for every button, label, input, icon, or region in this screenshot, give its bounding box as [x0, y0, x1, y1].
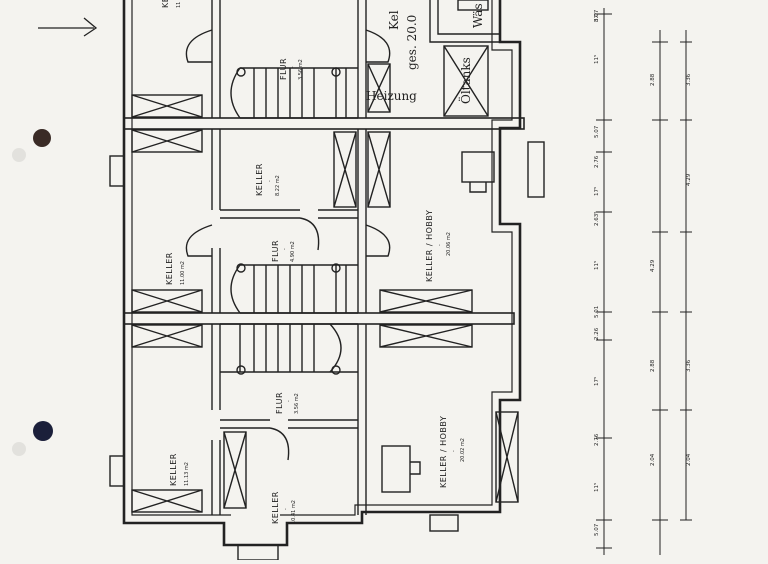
dimension-value: 2.88	[650, 73, 656, 86]
punch-hole-shadow-bottom	[12, 442, 26, 456]
dimension-value: 5.01	[594, 306, 600, 318]
dimension-value: 2.26	[594, 327, 600, 340]
svg-text:3.56 m2: 3.56 m2	[298, 59, 304, 80]
dimension-value: 2.76	[594, 155, 600, 168]
dimension-value: 3.07	[594, 9, 600, 22]
svg-text:4.90 m2: 4.90 m2	[290, 241, 296, 262]
dimension-value: 2.04	[686, 453, 692, 466]
label-keller-hobby-2006: KELLER / HOBBY	[425, 210, 434, 282]
svg-text:-: -	[451, 450, 457, 452]
dimension-value: 2.88	[650, 359, 656, 372]
label-flur-low: FLUR	[275, 392, 284, 414]
label-keller-1100: KELLER	[165, 252, 174, 285]
outer-wall	[122, 0, 522, 547]
svg-text:20.02 m2: 20.02 m2	[460, 438, 466, 462]
svg-text:10.41 m2: 10.41 m2	[291, 500, 297, 524]
svg-text:11.00 m2: 11.00 m2	[180, 261, 186, 285]
svg-text:ges. 20.0: ges. 20.0	[405, 15, 419, 70]
staircase-lower	[220, 323, 358, 373]
dimension-value: 11⁵	[593, 55, 600, 64]
label-waesche: Wäs	[471, 3, 485, 28]
label-keller-right-top: Kel	[387, 10, 401, 30]
punch-hole-bottom	[33, 421, 53, 441]
dimension-value: 2.04	[650, 453, 656, 466]
svg-text:-: -	[290, 66, 296, 68]
svg-text:11.13 m2: 11.13 m2	[184, 462, 190, 486]
svg-text:-: -	[283, 508, 289, 510]
dimension-value: 5.07	[594, 125, 600, 138]
staircase-middle	[230, 264, 358, 314]
windows	[131, 45, 519, 513]
svg-text:3.56 m2: 3.56 m2	[294, 393, 300, 414]
arrow-mark	[38, 17, 98, 37]
dimension-value: 3.36	[686, 73, 692, 86]
door-swing	[185, 29, 213, 63]
dimension-value: 2.63⁵	[593, 212, 600, 226]
dimension-value: 4.29	[650, 259, 656, 272]
punch-hole-shadow-top	[12, 148, 26, 162]
dimension-value: 17⁵	[593, 377, 600, 386]
label-flur-top: FLUR	[279, 58, 288, 80]
dimension-row-3: 2.04 3.36 4.29 3.36	[686, 73, 692, 466]
dimension-row-1: 5.07 11⁵ 2.76 17⁵ 2.26 5.01 11⁵ 2.63⁵ 17⁵ 2.76 5.0…	[593, 9, 600, 536]
label-heizung: Heizung	[366, 89, 417, 103]
svg-text:20.06 m2: 20.06 m2	[446, 232, 452, 256]
svg-text:-: -	[267, 180, 273, 182]
punch-hole-top	[33, 129, 51, 147]
dimension-value: 11⁵	[593, 483, 600, 492]
svg-text:11: 11	[176, 2, 182, 8]
dimension-value: 17⁵	[593, 187, 600, 196]
svg-text:8.22 m2: 8.22 m2	[275, 175, 281, 196]
svg-text:-: -	[437, 244, 443, 246]
label-oeltanks: Öltanks	[457, 57, 473, 104]
label-keller-1041: KELLER	[271, 491, 280, 524]
label-keller-822: KELLER	[255, 163, 264, 196]
dimension-value: 2.76	[594, 433, 600, 446]
dimension-value: 87⁵	[593, 13, 600, 22]
label-keller-1113: KELLER	[169, 453, 178, 486]
dimension-value: 3.36	[686, 359, 692, 372]
svg-text:-: -	[286, 400, 292, 402]
dimension-value: 4.29	[686, 173, 692, 186]
label-keller-top: KE	[161, 0, 170, 8]
dimension-lines	[596, 8, 692, 555]
svg-text:-: -	[282, 248, 288, 250]
dimension-row-2: 2.04 2.88 4.29 2.88	[650, 73, 656, 466]
dimension-value: 11⁵	[593, 261, 600, 270]
label-flur-mid: FLUR	[271, 240, 280, 262]
label-keller-hobby-2002: KELLER / HOBBY	[439, 416, 448, 488]
dimension-value: 5.07	[594, 523, 600, 536]
